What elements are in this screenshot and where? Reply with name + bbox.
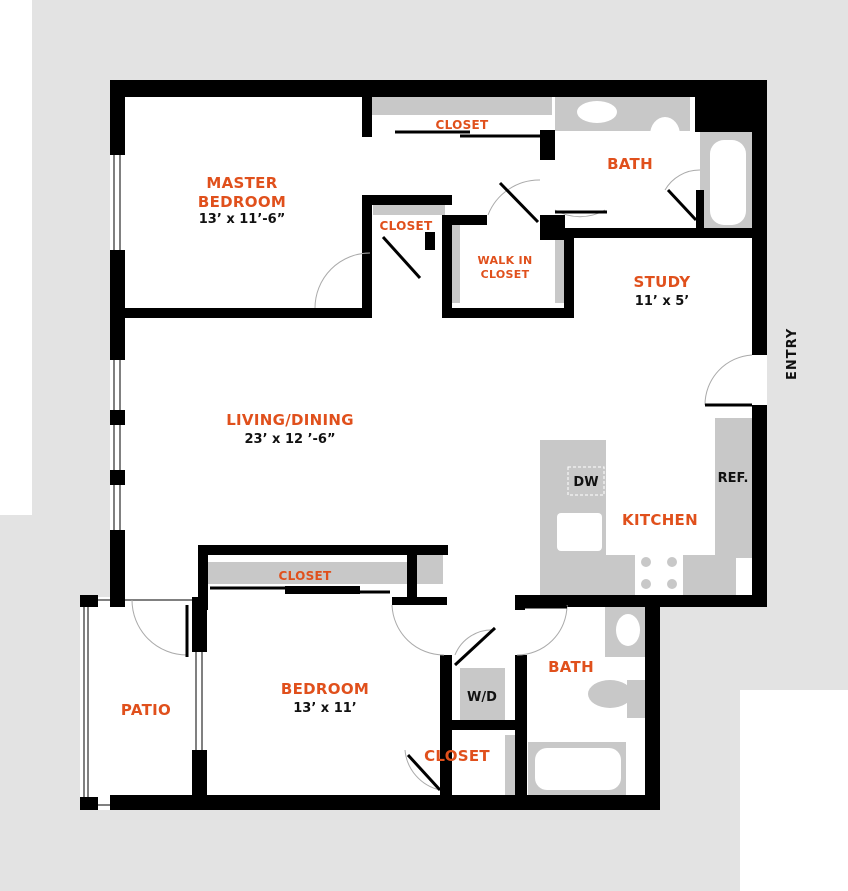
unit-floor <box>110 80 767 810</box>
master-bedroom-dims: 13’ x 11’-6” <box>198 212 286 227</box>
door-leaves <box>185 130 752 792</box>
study-dims: 11’ x 5’ <box>634 294 690 309</box>
study-label: STUDY <box>633 273 691 291</box>
washer-dryer-label: W/D <box>467 690 497 705</box>
walk-in-closet-name-2: CLOSET <box>480 268 530 281</box>
kitchen-label: KITCHEN <box>622 511 698 529</box>
master-closet-label: CLOSET <box>435 118 489 132</box>
master-bedroom-name-1: MASTER <box>206 174 278 192</box>
small-closet-label: CLOSET <box>379 219 433 233</box>
refrigerator-label: REF. <box>717 471 749 486</box>
master-bedroom-name-2: BEDROOM <box>197 193 287 211</box>
bedroom-label: BEDROOM <box>280 680 370 698</box>
bedroom-dims: 13’ x 11’ <box>293 701 357 716</box>
walk-in-closet-name-1: WALK IN <box>477 254 533 267</box>
door-swings <box>131 169 753 791</box>
walls <box>110 80 767 810</box>
bath-2-label: BATH <box>548 658 594 676</box>
bath-1-label: BATH <box>607 155 653 173</box>
entry-label: ENTRY <box>785 327 800 380</box>
dishwasher-label: DW <box>573 475 599 490</box>
living-dining-label: LIVING/DINING <box>226 411 354 429</box>
closet-3-label: CLOSET <box>424 747 490 765</box>
living-dining-dims: 23’ x 12 ’-6” <box>244 432 336 447</box>
patio-floor <box>80 597 195 810</box>
patio-label: PATIO <box>120 701 172 719</box>
bedroom-closet-label: CLOSET <box>278 569 332 583</box>
